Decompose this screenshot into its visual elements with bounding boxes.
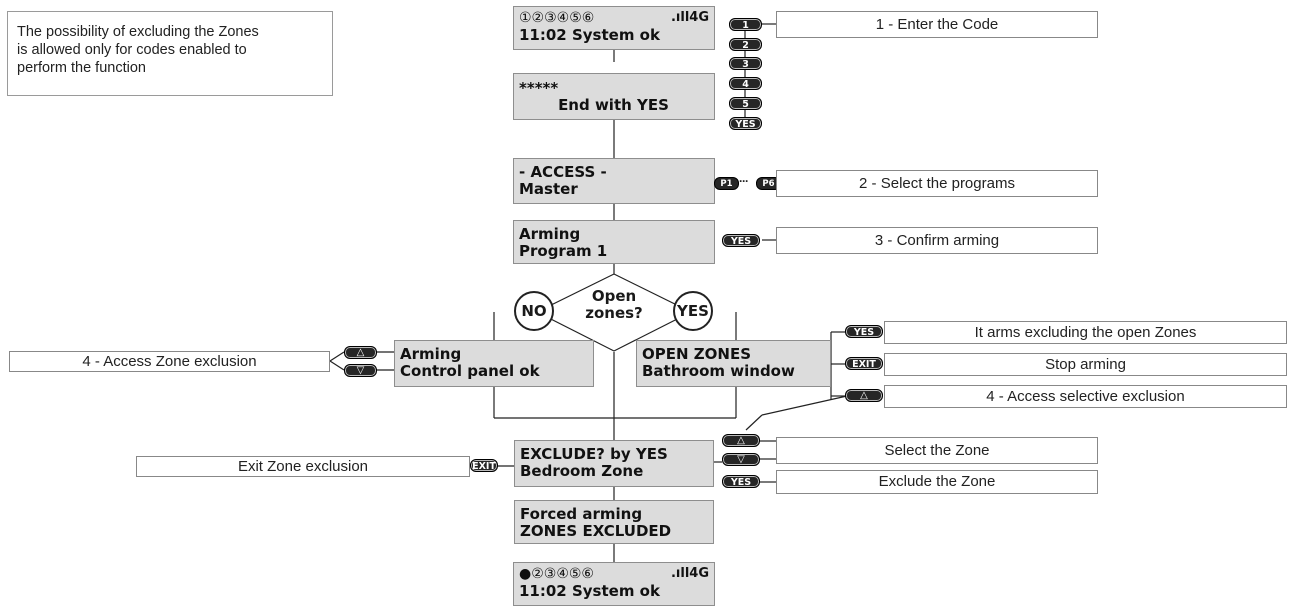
key-4[interactable]: 4 (729, 77, 762, 90)
step-select-zone: Select the Zone (776, 437, 1098, 464)
key-2[interactable]: 2 (729, 38, 762, 51)
key-yes[interactable]: YES (845, 325, 883, 338)
signal-label: 4G (689, 10, 709, 25)
info-note-line: The possibility of excluding the Zones (17, 24, 259, 40)
display-status-bottom: ●②③④⑤⑥ .ıll4G 11:02 System ok (513, 562, 715, 606)
key-up[interactable]: △ (722, 434, 760, 447)
display-line: 11:02 System ok (519, 582, 660, 600)
display-line: - ACCESS - (519, 163, 607, 181)
key-1[interactable]: 1 (729, 18, 762, 31)
key-down[interactable]: ▽ (722, 453, 760, 466)
step-access-zone-exclusion: 4 - Access Zone exclusion (9, 351, 330, 372)
key-range-dots: ··· (739, 174, 749, 188)
display-line: ***** (519, 79, 559, 97)
step-confirm-arming: 3 - Confirm arming (776, 227, 1098, 254)
display-line: Forced arming (520, 505, 643, 523)
display-line: Bedroom Zone (520, 462, 644, 480)
signal-label: 4G (689, 566, 709, 581)
display-line: OPEN ZONES (642, 345, 751, 363)
display-code-entry: ***** End with YES (513, 73, 715, 120)
display-line: Arming (519, 225, 581, 243)
key-yes[interactable]: YES (729, 117, 762, 130)
step-exclude-zone: Exclude the Zone (776, 470, 1098, 494)
key-exit[interactable]: EXIT (470, 459, 498, 472)
display-arming-control-panel: Arming Control panel ok (394, 340, 594, 387)
display-line: End with YES (558, 96, 669, 114)
key-up[interactable]: △ (344, 346, 377, 359)
display-access: - ACCESS - Master (513, 158, 715, 204)
display-exclude: EXCLUDE? by YES Bedroom Zone (514, 440, 714, 487)
display-status-top: ①②③④⑤⑥ .ıll4G 11:02 System ok (513, 6, 715, 50)
display-line: Arming (400, 345, 462, 363)
key-5[interactable]: 5 (729, 97, 762, 110)
key-yes[interactable]: YES (722, 475, 760, 488)
key-p1[interactable]: P1 (714, 177, 739, 190)
signal-icon: .ıll (670, 10, 690, 25)
key-up[interactable]: △ (845, 389, 883, 402)
zone-status-icons: ●②③④⑤⑥ (519, 566, 594, 582)
display-line: Master (519, 180, 578, 198)
decision-no: NO (514, 291, 554, 331)
info-note-line: is allowed only for codes enabled to (17, 42, 247, 58)
step-arms-excluding: It arms excluding the open Zones (884, 321, 1287, 344)
info-note: The possibility of excluding the Zones i… (7, 11, 333, 96)
decision-question: Open zones? (574, 288, 654, 322)
display-line: Program 1 (519, 242, 608, 260)
display-line: EXCLUDE? by YES (520, 445, 668, 463)
step-exit-zone-exclusion: Exit Zone exclusion (136, 456, 470, 477)
decision-yes: YES (673, 291, 713, 331)
step-stop-arming: Stop arming (884, 353, 1287, 376)
key-down[interactable]: ▽ (344, 364, 377, 377)
display-line: Bathroom window (642, 362, 795, 380)
key-exit[interactable]: EXIT (845, 357, 883, 370)
key-yes[interactable]: YES (722, 234, 760, 247)
decision-question-line: zones? (585, 304, 643, 322)
signal-icon: .ıll (670, 566, 690, 581)
decision-diamond (535, 273, 693, 352)
display-forced-arming: Forced arming ZONES EXCLUDED (514, 500, 714, 544)
step-enter-code: 1 - Enter the Code (776, 11, 1098, 38)
display-open-zones: OPEN ZONES Bathroom window (636, 340, 831, 387)
display-line: ZONES EXCLUDED (520, 522, 672, 540)
zone-status-icons: ①②③④⑤⑥ (519, 10, 595, 26)
key-3[interactable]: 3 (729, 57, 762, 70)
decision-question-line: Open (591, 287, 637, 305)
display-line: Control panel ok (400, 362, 540, 380)
display-arming-program: Arming Program 1 (513, 220, 715, 264)
display-line: 11:02 System ok (519, 26, 660, 44)
info-note-line: perform the function (17, 60, 146, 76)
step-access-selective-exclusion: 4 - Access selective exclusion (884, 385, 1287, 408)
step-select-programs: 2 - Select the programs (776, 170, 1098, 197)
